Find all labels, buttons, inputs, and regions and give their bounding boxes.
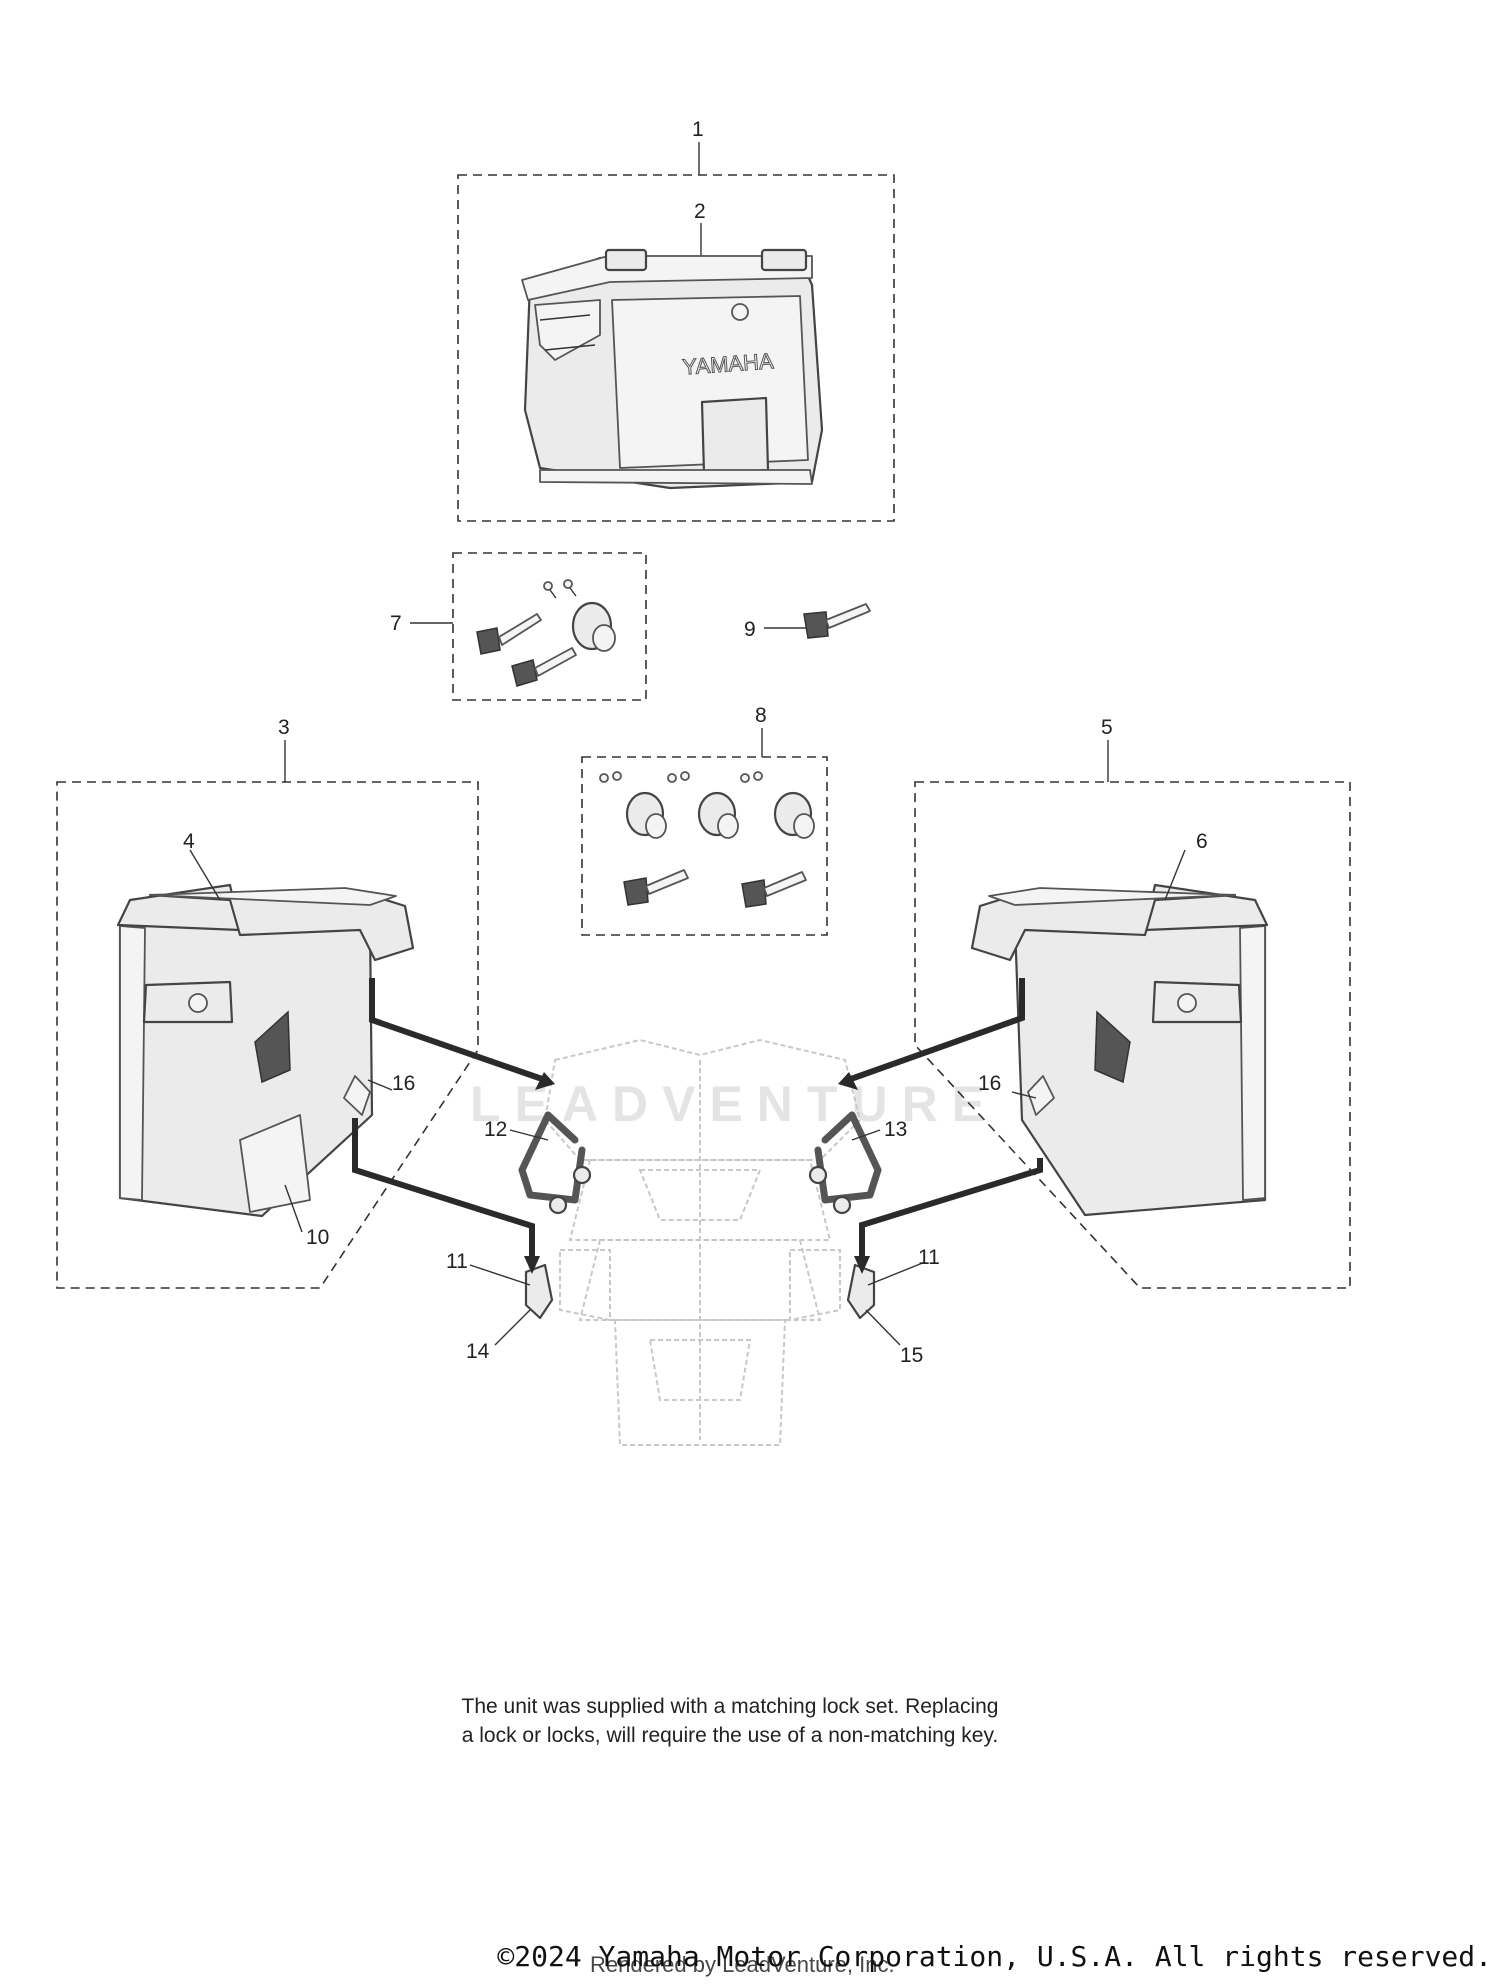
callout-6: 6 [1196, 830, 1208, 853]
lock-set-note: The unit was supplied with a matching lo… [380, 1692, 1080, 1750]
top-case-illustration: YAMAHA [521, 248, 824, 490]
mount-arrows [352, 978, 1043, 1274]
callout-14: 14 [466, 1340, 490, 1363]
mount-frame-left [518, 1111, 592, 1215]
lock-set-7-illustration [476, 579, 616, 687]
callout-16-right: 16 [978, 1072, 1001, 1095]
callout-15: 15 [900, 1344, 923, 1367]
motorcycle-outline [543, 1038, 862, 1446]
callout-11-right: 11 [918, 1246, 940, 1269]
side-case-left-illustration [116, 883, 415, 1218]
callout-10: 10 [306, 1226, 329, 1249]
note-line-2: a lock or locks, will require the use of… [461, 1724, 999, 1747]
rendered-by-text: Rendered by LeadVenture, Inc. [590, 1952, 895, 1977]
callout-11-left: 11 [446, 1250, 468, 1273]
group-box-lock-set-8 [581, 756, 828, 936]
callout-3: 3 [278, 716, 290, 739]
mount-frame-right [808, 1111, 882, 1215]
callout-1: 1 [692, 118, 704, 141]
callout-9: 9 [744, 618, 756, 641]
key-9-illustration [764, 603, 871, 639]
callout-4: 4 [183, 830, 195, 853]
bracket-right [846, 1263, 876, 1320]
group-box-lock-set-7 [452, 552, 647, 701]
callout-5: 5 [1101, 716, 1113, 739]
lock-set-8-illustration [599, 771, 815, 908]
callout-13: 13 [884, 1118, 907, 1141]
callout-12: 12 [484, 1118, 507, 1141]
callout-16-left: 16 [392, 1072, 415, 1095]
copyright-text: ©2024 Yamaha Motor Corporation, U.S.A. A… [497, 1940, 1492, 1973]
callout-8: 8 [755, 704, 767, 727]
group-box-top-case [457, 174, 895, 522]
callout-2: 2 [694, 200, 706, 223]
callout-7: 7 [390, 612, 402, 635]
bracket-left [524, 1263, 554, 1320]
group-box-side-case-right [914, 781, 1351, 1289]
note-line-1: The unit was supplied with a matching lo… [461, 1695, 999, 1718]
side-case-right-illustration [970, 883, 1269, 1217]
group-box-side-case-left [56, 781, 479, 1289]
